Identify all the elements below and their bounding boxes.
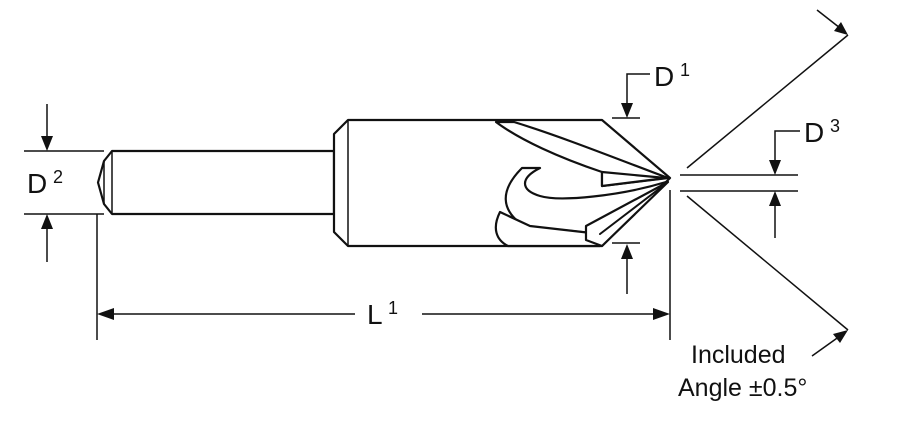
d3-dimension — [680, 130, 800, 238]
d2-label-sup: 2 — [53, 167, 63, 187]
d3-label: D — [804, 117, 824, 148]
d1-dimension — [612, 73, 650, 294]
l1-dimension — [96, 190, 671, 340]
d2-dimension — [24, 104, 104, 262]
d1-label-sup: 1 — [680, 60, 690, 80]
flutes — [494, 120, 670, 248]
l1-label: L — [367, 299, 383, 330]
d1-label: D — [654, 61, 674, 92]
l1-label-sup: 1 — [388, 298, 398, 318]
angle-label-line1: Included — [691, 341, 786, 369]
shank — [96, 149, 336, 216]
d2-label: D — [27, 168, 47, 199]
d3-label-sup: 3 — [830, 116, 840, 136]
included-angle-dimension — [686, 9, 849, 357]
angle-label-line2: Angle ±0.5° — [678, 374, 807, 402]
